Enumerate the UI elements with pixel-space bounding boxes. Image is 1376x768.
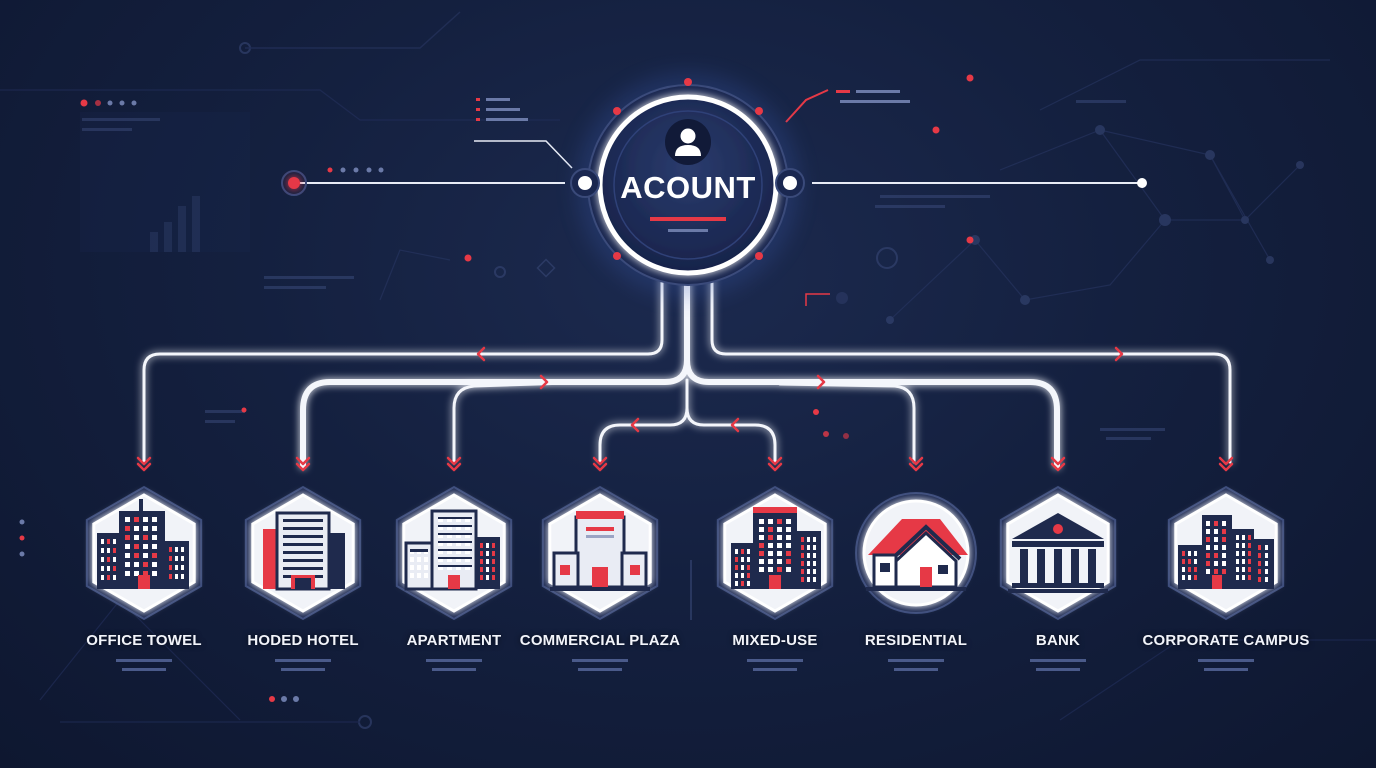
building-nodes: [85, 485, 1285, 671]
node-apartment[interactable]: [395, 485, 513, 621]
node-label-hoded-hotel: HODED HOTEL: [247, 632, 359, 649]
node-corporate-campus[interactable]: [1167, 485, 1285, 621]
apartment-icon: [404, 509, 500, 591]
arrow-office-towel: [136, 456, 152, 472]
node-label-commercial-plaza: COMMERCIAL PLAZA: [519, 632, 681, 649]
house-icon: [866, 519, 968, 591]
node-mixed-use[interactable]: [716, 485, 834, 621]
node-label-mixed-use: MIXED-USE: [732, 632, 818, 649]
arrow-residential: [908, 456, 924, 472]
node-hoded-hotel[interactable]: [244, 485, 362, 621]
label-underline: [426, 659, 482, 671]
label-underline: [572, 659, 628, 671]
plaza-icon: [550, 511, 650, 591]
node-bank[interactable]: [999, 485, 1117, 621]
node-label-office-towel: OFFICE TOWEL: [86, 632, 202, 649]
label-underline: [888, 659, 944, 671]
accent-dots: [19, 74, 974, 702]
label-underline: [747, 659, 803, 671]
account-title: ACOUNT: [620, 170, 756, 205]
hotel-icon: [263, 511, 345, 591]
hub-ring-dots: [613, 78, 763, 260]
node-label-apartment: APARTMENT: [406, 632, 502, 649]
connector-lines: [142, 275, 1232, 469]
campus-icon: [1178, 515, 1274, 589]
label-underline: [116, 659, 172, 671]
arrow-mixed-use: [767, 456, 783, 472]
label-underline: [1030, 659, 1086, 671]
flow-arrows: [476, 346, 1124, 433]
arrow-apartment: [446, 456, 462, 472]
arrow-commercial-plaza: [592, 456, 608, 472]
arrow-corporate-campus: [1218, 456, 1234, 472]
label-underline: [275, 659, 331, 671]
node-label-bank: BANK: [1035, 632, 1081, 649]
node-label-residential: RESIDENTIAL: [864, 632, 968, 649]
node-office-towel[interactable]: [85, 485, 203, 621]
user-icon: [665, 119, 711, 165]
bank-icon: [1008, 513, 1108, 593]
hub-axis-line: [281, 140, 1147, 196]
office-tower-icon: [97, 499, 189, 589]
background-decoration: [0, 11, 1376, 729]
account-hub[interactable]: [570, 73, 805, 297]
node-commercial-plaza[interactable]: [541, 485, 659, 621]
arrow-bank: [1050, 456, 1066, 472]
mixed-use-icon: [731, 507, 821, 589]
label-underline: [1198, 659, 1254, 671]
down-arrows: [136, 456, 1234, 472]
node-label-corporate-campus: CORPORATE CAMPUS: [1142, 632, 1310, 649]
node-residential[interactable]: [855, 492, 977, 614]
arrow-hoded-hotel: [295, 456, 311, 472]
